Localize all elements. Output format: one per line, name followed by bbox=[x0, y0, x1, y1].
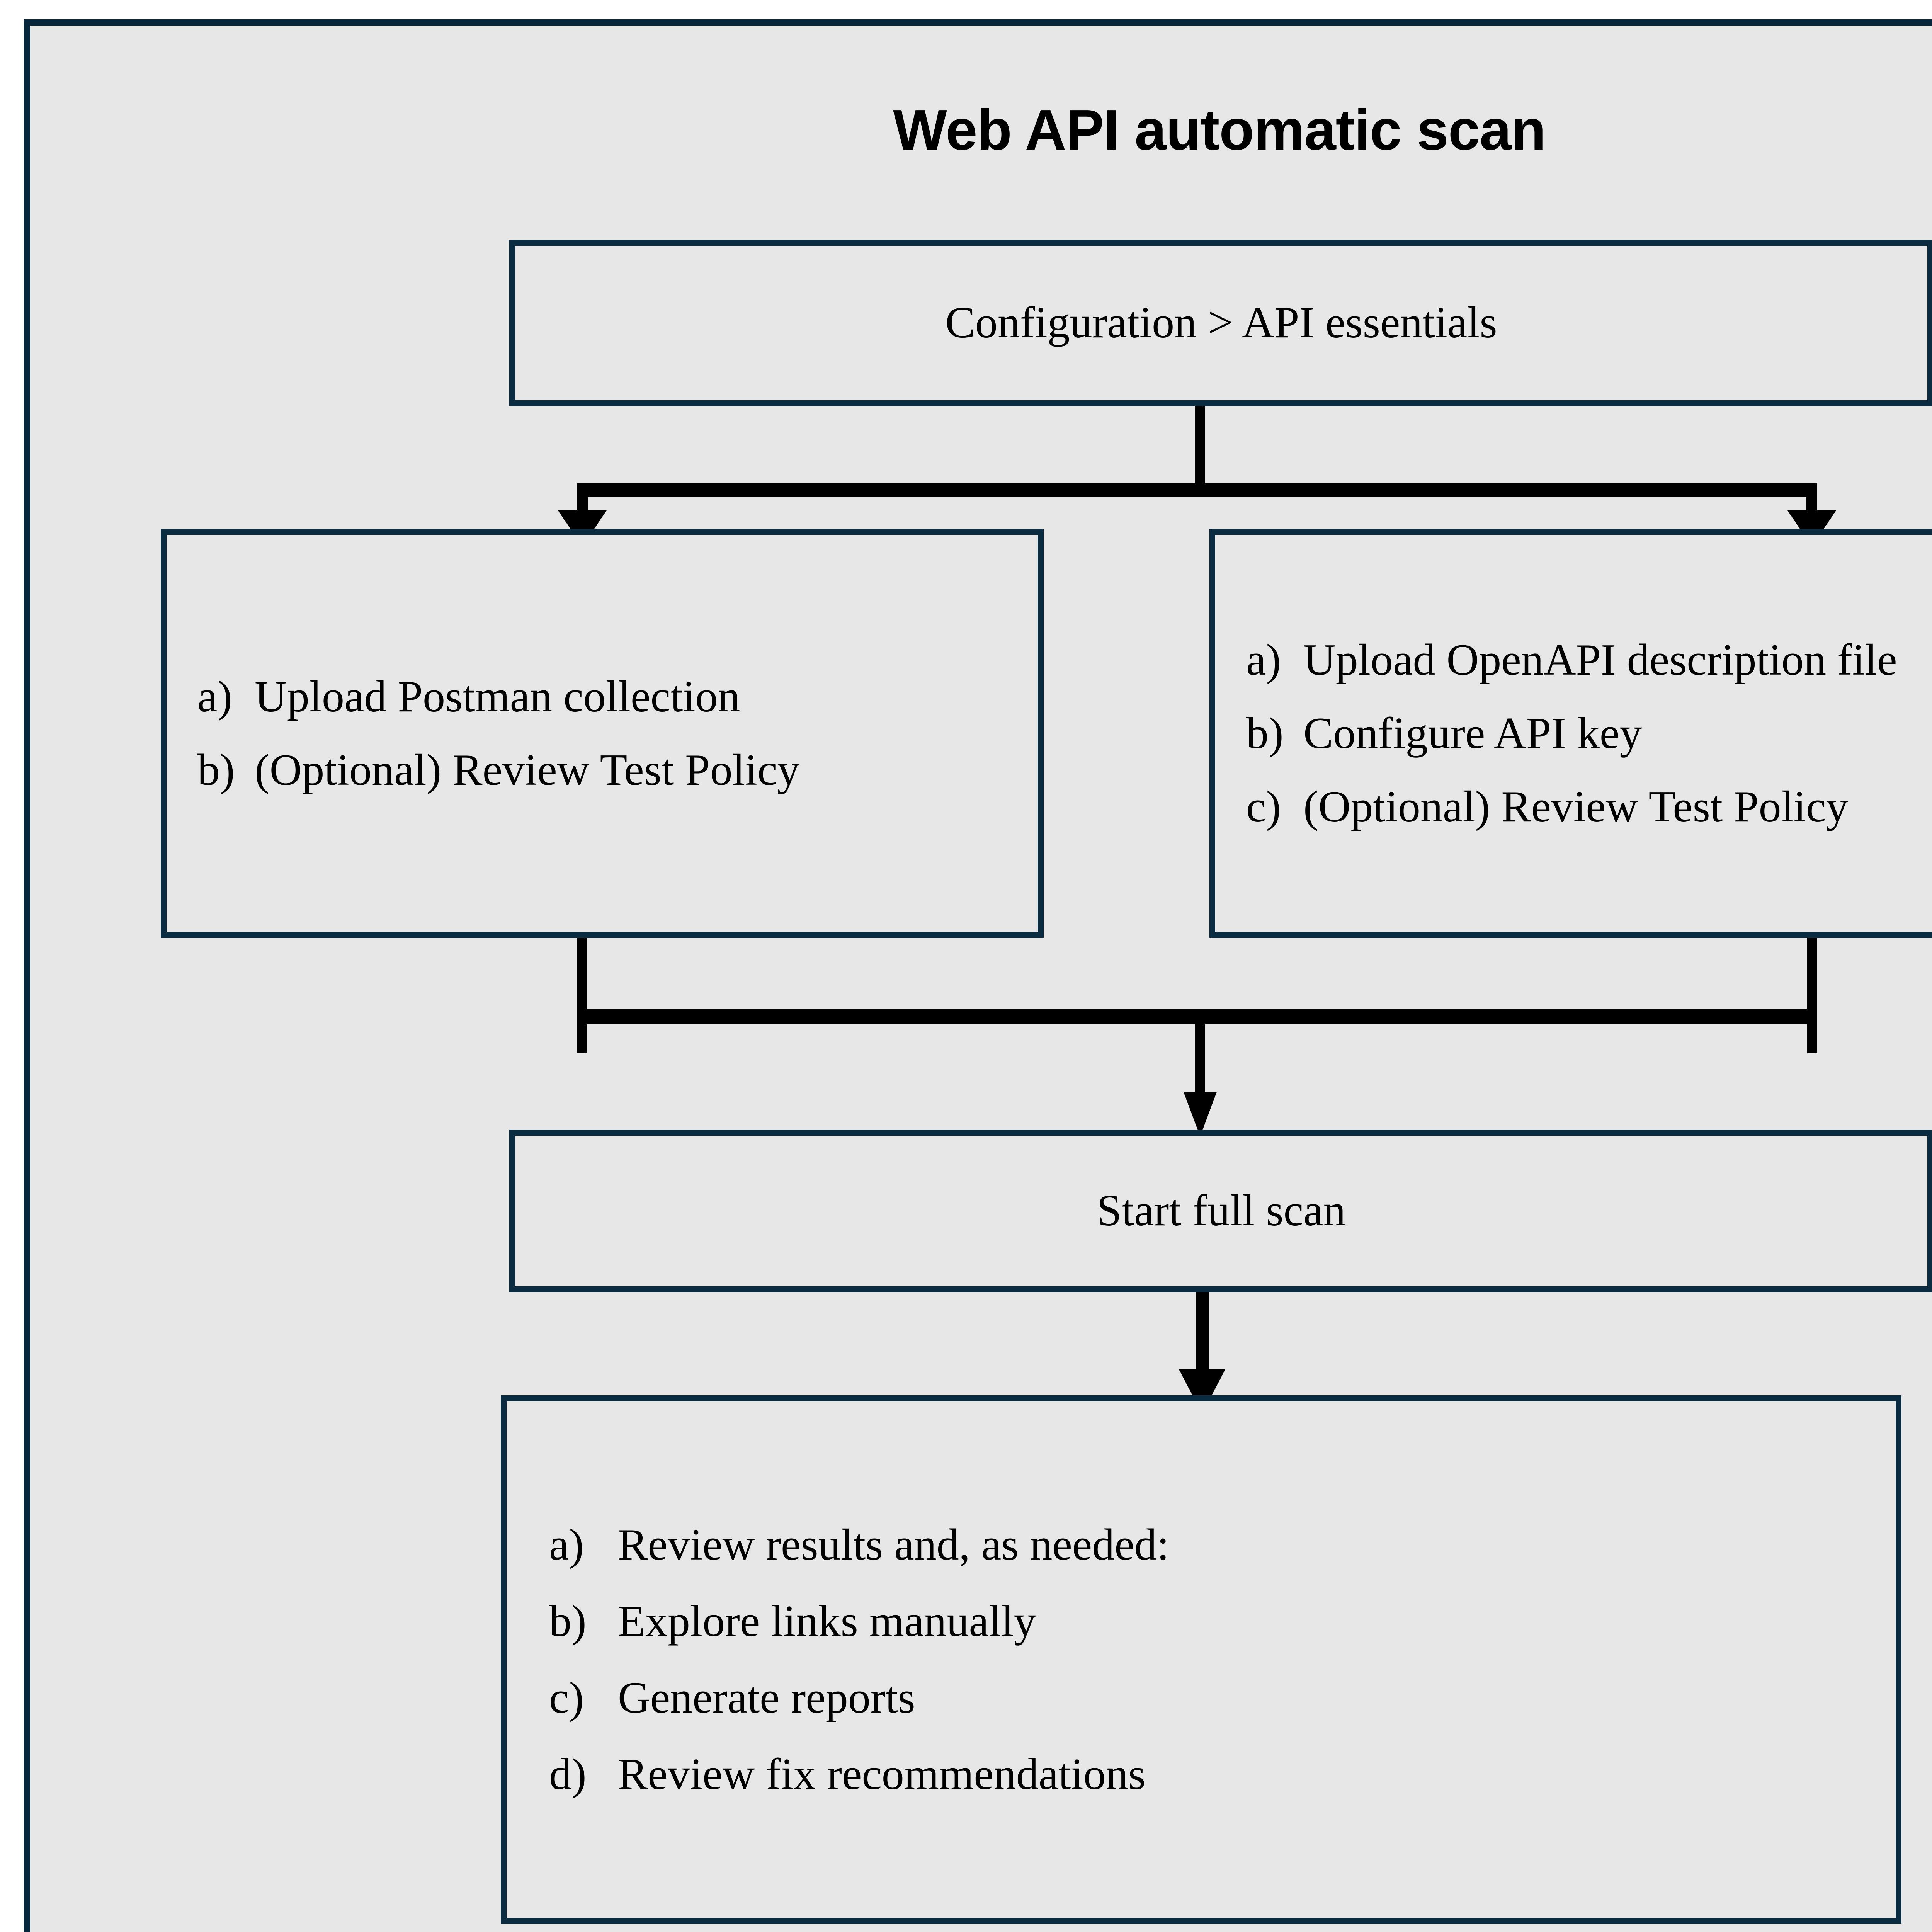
list-item-text: Explore links manually bbox=[618, 1596, 1036, 1646]
list-item: b) (Optional) Review Test Policy bbox=[197, 742, 1038, 798]
list-item-text: Review fix recommendations bbox=[618, 1750, 1146, 1799]
list-item-text: Upload OpenAPI description file bbox=[1303, 635, 1897, 685]
list-item: b) Explore links manually bbox=[549, 1593, 1896, 1650]
list-marker: c) bbox=[549, 1673, 584, 1723]
list-item-text: Generate reports bbox=[618, 1673, 915, 1723]
diagram-panel: Web API automatic scan bbox=[24, 19, 1932, 1932]
list-item: a) Upload Postman collection bbox=[197, 668, 1038, 725]
list-marker: b) bbox=[1246, 708, 1284, 758]
results-step-list: a) Review results and, as needed: b) Exp… bbox=[507, 1401, 1896, 1918]
node-configuration-label: Configuration > API essentials bbox=[945, 298, 1497, 348]
list-item: d) Review fix recommendations bbox=[549, 1746, 1896, 1803]
list-item: c) Generate reports bbox=[549, 1670, 1896, 1726]
openapi-step-list: a) Upload OpenAPI description file b) Co… bbox=[1215, 535, 1932, 932]
list-marker: c) bbox=[1246, 782, 1281, 832]
list-marker: a) bbox=[197, 672, 233, 721]
list-item-text: (Optional) Review Test Policy bbox=[1303, 782, 1849, 832]
list-item-text: Review results and, as needed: bbox=[618, 1520, 1170, 1570]
postman-step-list: a) Upload Postman collection b) (Optiona… bbox=[167, 535, 1038, 932]
list-marker: a) bbox=[549, 1520, 584, 1570]
node-review-results[interactable]: a) Review results and, as needed: b) Exp… bbox=[501, 1395, 1901, 1924]
node-start-full-scan-label: Start full scan bbox=[1097, 1186, 1346, 1236]
node-configuration-api-essentials[interactable]: Configuration > API essentials bbox=[509, 240, 1932, 406]
node-postman-branch[interactable]: a) Upload Postman collection b) (Optiona… bbox=[161, 529, 1044, 938]
list-item: a) Review results and, as needed: bbox=[549, 1517, 1896, 1573]
connector-options-to-scan bbox=[577, 937, 1817, 1136]
list-marker: b) bbox=[549, 1596, 587, 1646]
list-item-text: Configure API key bbox=[1303, 708, 1642, 758]
list-item: a) Upload OpenAPI description file bbox=[1246, 632, 1932, 688]
node-openapi-branch[interactable]: a) Upload OpenAPI description file b) Co… bbox=[1209, 529, 1932, 938]
page-title: Web API automatic scan bbox=[893, 98, 1546, 162]
list-item-text: Upload Postman collection bbox=[255, 672, 740, 721]
list-item: c) (Optional) Review Test Policy bbox=[1246, 779, 1932, 835]
list-marker: a) bbox=[1246, 635, 1281, 685]
list-item-text: (Optional) Review Test Policy bbox=[255, 745, 800, 795]
list-marker: b) bbox=[197, 745, 235, 795]
list-marker: d) bbox=[549, 1750, 587, 1799]
node-start-full-scan[interactable]: Start full scan bbox=[509, 1130, 1932, 1292]
list-item: b) Configure API key bbox=[1246, 705, 1932, 762]
connector-config-to-split bbox=[558, 406, 1836, 546]
